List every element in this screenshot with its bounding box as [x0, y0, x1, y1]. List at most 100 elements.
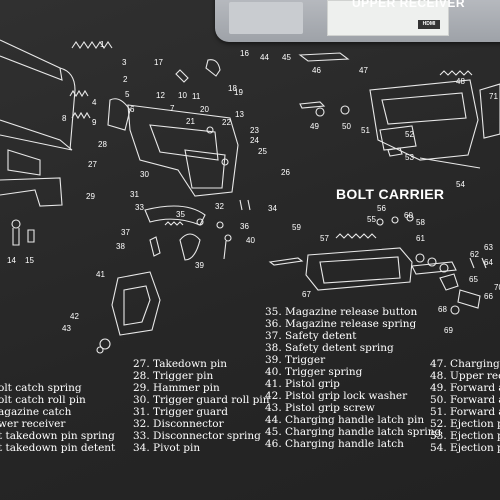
legend-entry: 33. Disconnector spring	[133, 430, 261, 442]
part-number-label: 12	[156, 91, 165, 100]
part-number-label: 40	[246, 236, 255, 245]
lower-receiver-drawing	[107, 98, 239, 197]
bolt-carrier-drawing	[268, 214, 487, 315]
small-parts-drawing	[11, 59, 251, 354]
part-number-label: 20	[200, 105, 209, 114]
legend-entry: 52. Ejection po	[430, 418, 500, 430]
part-number-label: 14	[7, 256, 16, 265]
upper-receiver-heading: UPPER RECEIVER	[352, 0, 466, 10]
part-number-label: 50	[342, 122, 351, 131]
part-number-label: 45	[282, 53, 291, 62]
legend-entry: 42. Pistol grip lock washer	[265, 390, 408, 402]
part-number-label: 16	[240, 49, 249, 58]
part-number-label: 32	[215, 202, 224, 211]
part-number-label: 44	[260, 53, 269, 62]
part-number-label: 27	[88, 160, 97, 169]
part-number-label: 31	[130, 190, 139, 199]
part-number-label: 71	[489, 92, 498, 101]
legend-entry: wer receiver	[0, 418, 66, 430]
legend-entry: 40. Trigger spring	[265, 366, 363, 378]
part-number-label: 53	[405, 153, 414, 162]
legend-entry: 51. Forward ass	[430, 406, 500, 418]
part-number-label: 7	[170, 104, 175, 113]
part-number-label: 65	[469, 275, 478, 284]
legend-entry: 48. Upper receiv	[430, 370, 500, 382]
part-number-label: 69	[444, 326, 453, 335]
part-number-label: 15	[25, 256, 34, 265]
part-number-label: 5	[125, 90, 130, 99]
part-number-label: 25	[258, 147, 267, 156]
part-number-label: 39	[195, 261, 204, 270]
part-number-label: 47	[359, 66, 368, 75]
part-number-label: 62	[470, 250, 479, 259]
part-number-label: 3	[122, 58, 127, 67]
part-number-label: 52	[405, 130, 414, 139]
spring-drawing	[69, 41, 113, 120]
part-number-label: 35	[176, 210, 185, 219]
part-number-label: 30	[140, 170, 149, 179]
legend-entry: 50. Forward ass	[430, 394, 500, 406]
part-number-label: 33	[135, 203, 144, 212]
part-number-label: 70	[494, 283, 500, 292]
part-number-label: 38	[116, 242, 125, 251]
part-number-label: 37	[121, 228, 130, 237]
legend-entry: 32. Disconnector	[133, 418, 224, 430]
legend-entry: 44. Charging handle latch pin	[265, 414, 425, 426]
part-number-label: 23	[250, 126, 259, 135]
part-number-label: 13	[235, 110, 244, 119]
legend-entry: 38. Safety detent spring	[265, 342, 394, 354]
legend-entry: agazine catch	[0, 406, 72, 418]
part-number-label: 61	[416, 234, 425, 243]
part-number-label: 60	[404, 211, 413, 220]
part-number-label: 8	[62, 114, 67, 123]
legend-entry: 45. Charging handle latch spring	[265, 426, 442, 438]
legend-entry: 27. Takedown pin	[133, 358, 228, 370]
part-number-label: 18	[228, 84, 237, 93]
legend-entry: 41. Pistol grip	[265, 378, 340, 390]
part-number-label: 59	[292, 223, 301, 232]
legend-entry: olt catch spring	[0, 382, 82, 394]
part-number-label: 55	[367, 215, 376, 224]
trackpad	[229, 2, 303, 34]
legend-entry: 36. Magazine release spring	[265, 318, 417, 330]
sticker-brand: HDMI	[422, 21, 436, 27]
part-number-label: 48	[456, 77, 465, 86]
legend-entry: 30. Trigger guard roll pin	[133, 394, 270, 406]
part-number-label: 58	[416, 218, 425, 227]
part-number-label: 17	[154, 58, 163, 67]
part-number-label: 51	[361, 126, 370, 135]
part-number-label: 42	[70, 312, 79, 321]
part-number-label: 28	[98, 140, 107, 149]
part-number-label: 22	[222, 118, 231, 127]
part-number-label: 57	[320, 234, 329, 243]
part-number-label: 11	[192, 92, 201, 101]
legend-entry: t takedown pin detent	[0, 442, 116, 454]
legend-entry: 34. Pivot pin	[133, 442, 201, 454]
part-number-label: 9	[92, 118, 97, 127]
buffer-tube-drawing	[0, 39, 76, 207]
legend-entry: 37. Safety detent	[265, 330, 357, 342]
part-number-label: 41	[96, 270, 105, 279]
legend-entry: 29. Hammer pin	[133, 382, 220, 394]
part-number-label: 1	[100, 40, 105, 49]
part-number-label: 49	[310, 122, 319, 131]
part-number-label: 54	[456, 180, 465, 189]
part-number-label: 34	[268, 204, 277, 213]
sticker-logo	[418, 20, 440, 29]
pistol-grip-drawing	[111, 205, 206, 336]
legend-entry: t takedown pin spring	[0, 430, 115, 442]
legend-entry: 31. Trigger guard	[133, 406, 228, 418]
part-number-label: 21	[186, 117, 195, 126]
part-number-label: 29	[86, 192, 95, 201]
legend-entry: 53. Ejection po	[430, 430, 500, 442]
part-number-label: 64	[484, 258, 493, 267]
legend-entry: olt catch roll pin	[0, 394, 86, 406]
part-number-label: 36	[240, 222, 249, 231]
bolt-carrier-heading: BOLT CARRIER	[336, 186, 445, 202]
legend-entry: 43. Pistol grip screw	[265, 402, 375, 414]
